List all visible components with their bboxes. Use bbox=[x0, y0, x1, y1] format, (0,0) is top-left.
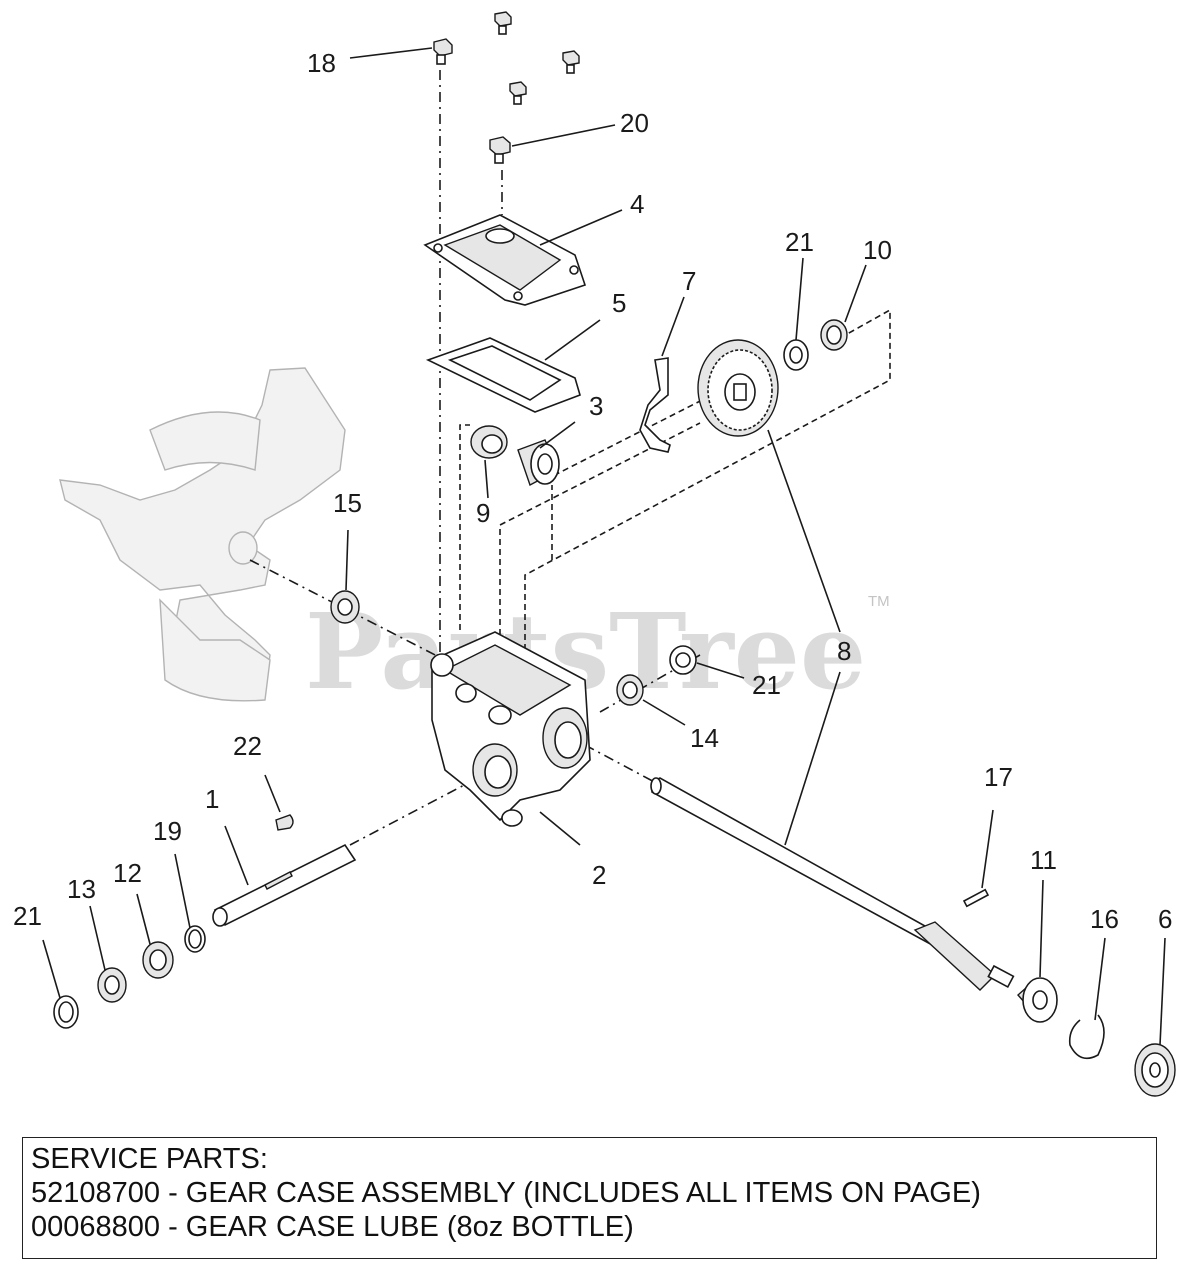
bushing-3 bbox=[517, 439, 560, 487]
callout-13: 13 bbox=[67, 874, 96, 904]
watermark-tm: TM bbox=[868, 593, 890, 610]
callout-2: 2 bbox=[592, 860, 606, 890]
bearing-10 bbox=[820, 319, 848, 351]
callout-7: 7 bbox=[682, 266, 696, 296]
bolt-group bbox=[433, 11, 580, 164]
callout-19: 19 bbox=[153, 816, 182, 846]
auger-shaft bbox=[212, 843, 357, 927]
worm-gear bbox=[697, 339, 779, 437]
callout-3: 3 bbox=[589, 391, 603, 421]
service-parts-box: SERVICE PARTS: 52108700 - GEAR CASE ASSE… bbox=[22, 1137, 1157, 1259]
callout-22: 22 bbox=[233, 731, 262, 761]
washer-21-top bbox=[783, 339, 809, 371]
callout-18: 18 bbox=[307, 48, 336, 78]
ring-19 bbox=[184, 925, 206, 953]
washer-15 bbox=[330, 590, 360, 624]
callout-11: 11 bbox=[1030, 845, 1057, 875]
gear-case-cover bbox=[423, 214, 587, 306]
service-parts-heading: SERVICE PARTS: bbox=[31, 1143, 268, 1175]
service-part-gear-case-assembly: 52108700 - GEAR CASE ASSEMBLY (INCLUDES … bbox=[31, 1177, 981, 1209]
callout-10: 10 bbox=[863, 235, 892, 265]
washer-21-mid bbox=[669, 645, 697, 675]
bolt-icon bbox=[494, 11, 512, 35]
washer-13 bbox=[97, 967, 127, 1003]
callout-15: 15 bbox=[333, 488, 362, 518]
gear-case-gasket bbox=[425, 337, 581, 413]
callout-21-top: 21 bbox=[785, 227, 814, 257]
callout-labels: 18 20 4 5 3 7 9 21 10 15 8 21 14 2 22 1 … bbox=[13, 48, 1172, 934]
callout-12: 12 bbox=[113, 858, 142, 888]
bolt-icon bbox=[562, 50, 580, 74]
callout-17: 17 bbox=[984, 762, 1013, 792]
service-part-gear-case-lube: 00068800 - GEAR CASE LUBE (8oz BOTTLE) bbox=[31, 1211, 634, 1243]
callout-9: 9 bbox=[476, 498, 490, 528]
auger-housing-ghost bbox=[59, 367, 346, 702]
bolt-18-icon bbox=[433, 38, 453, 65]
bolt-20-icon bbox=[489, 136, 511, 164]
callout-20: 20 bbox=[620, 108, 649, 138]
bolt-icon bbox=[509, 81, 527, 105]
leader-lines bbox=[42, 47, 1166, 1046]
retainer-clip-7 bbox=[639, 357, 671, 453]
callout-21-mid: 21 bbox=[752, 670, 781, 700]
bearing-12 bbox=[142, 941, 174, 979]
washer-21-bottom bbox=[53, 995, 79, 1029]
snap-ring-16 bbox=[1068, 1014, 1105, 1060]
worm-shaft bbox=[650, 777, 1015, 991]
woodruff-key-22 bbox=[275, 814, 294, 831]
seal-6 bbox=[1134, 1043, 1176, 1097]
callout-14: 14 bbox=[690, 723, 719, 753]
callout-6: 6 bbox=[1158, 904, 1172, 934]
callout-16: 16 bbox=[1090, 904, 1119, 934]
callout-1: 1 bbox=[205, 784, 219, 814]
callout-4: 4 bbox=[630, 189, 644, 219]
bearing-11 bbox=[1017, 977, 1058, 1023]
bearing-14 bbox=[616, 674, 644, 706]
callout-5: 5 bbox=[612, 288, 626, 318]
flange-bearing-9 bbox=[470, 425, 508, 459]
callout-8: 8 bbox=[837, 636, 851, 666]
roll-pin-17 bbox=[962, 888, 990, 908]
exploded-parts-diagram: PartsTree TM bbox=[13, 11, 1176, 1097]
gear-case-housing bbox=[430, 631, 591, 827]
callout-21-bottom: 21 bbox=[13, 901, 42, 931]
